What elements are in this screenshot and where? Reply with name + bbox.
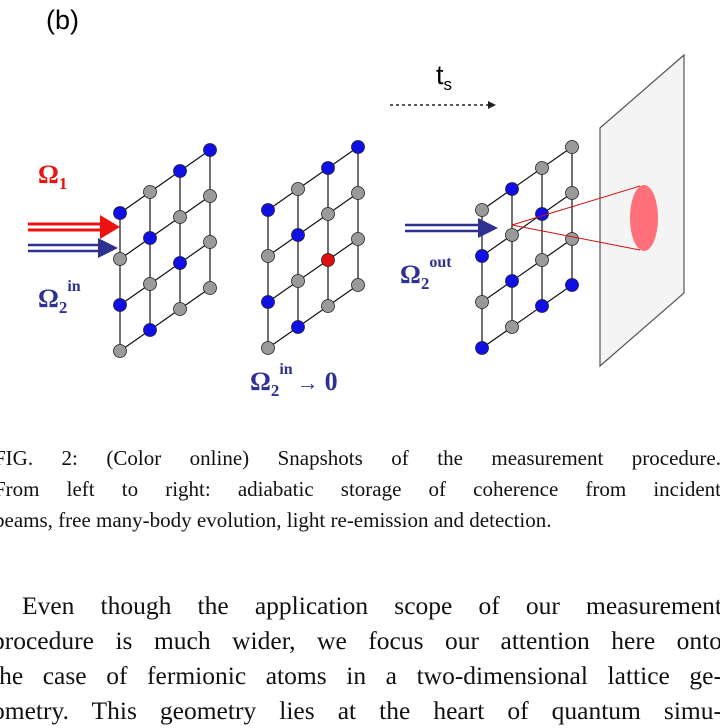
body-line: ometry. This geometry lies at the heart …	[0, 696, 720, 725]
lattice-atom	[113, 206, 127, 220]
lattice-atom	[505, 228, 519, 242]
body-line: procedure is much wider, we focus our at…	[0, 626, 720, 655]
lattice-line	[119, 241, 211, 306]
lattice-line	[267, 146, 359, 211]
body-line: Even though the application scope of our…	[22, 591, 720, 620]
lattice-atom	[291, 320, 305, 334]
lattice-atom	[565, 232, 579, 246]
omega2-out-label: Ω2out	[400, 254, 452, 293]
omega2-in-label: Ω2in	[38, 278, 81, 317]
lattice-atom	[321, 299, 335, 313]
lattice-line	[481, 238, 573, 303]
lattice-atom	[261, 249, 275, 263]
lattice-atom	[291, 182, 305, 196]
caption-line: From left to right: adiabatic storage of…	[0, 477, 720, 501]
lattice-line	[481, 146, 573, 211]
lattice-line	[267, 284, 359, 349]
lattice-atom	[173, 210, 187, 224]
lattice-atom	[203, 235, 217, 249]
lattice-storage	[113, 143, 217, 358]
lattice-atom	[535, 253, 549, 267]
caption-line: beams, free many-body evolution, light r…	[0, 508, 552, 532]
lattice-atom	[351, 140, 365, 154]
lattice-atom	[143, 323, 157, 337]
lattice-atom	[505, 274, 519, 288]
lattice-atom	[203, 143, 217, 157]
omega1-label: Ω1	[38, 160, 67, 193]
ts-arrow	[390, 101, 496, 109]
lattice-atom	[143, 231, 157, 245]
lattice-line	[267, 238, 359, 303]
lattice-atom	[565, 186, 579, 200]
lattice-atom	[261, 203, 275, 217]
lattice-line	[481, 284, 573, 349]
lattice-atom	[173, 302, 187, 316]
lattice-line	[119, 287, 211, 352]
caption-line: FIG. 2: (Color online) Snapshots of the …	[0, 446, 720, 470]
body-paragraph: Even though the application scope of our…	[0, 588, 720, 728]
lattice-atom	[321, 253, 335, 267]
lattice-atom	[113, 252, 127, 266]
lattice-atom	[321, 207, 335, 221]
figure-caption: FIG. 2: (Color online) Snapshots of the …	[0, 443, 720, 536]
lattice-atom	[351, 232, 365, 246]
lattice-atom	[565, 278, 579, 292]
ts-label: ts	[436, 60, 452, 94]
figure-diagram: (b) Ω1 Ω2in Ω2in→0 ts Ω2out	[28, 5, 685, 400]
lattice-atom	[143, 185, 157, 199]
lattice-line	[267, 192, 359, 257]
lattice-atom	[321, 161, 335, 175]
detection-spot	[630, 185, 658, 251]
lattice-atom	[113, 344, 127, 358]
lattice-atom	[565, 140, 579, 154]
lattice-atom	[173, 256, 187, 270]
omega2-in-beam	[28, 238, 118, 258]
lattice-line	[119, 149, 211, 214]
lattice-atom	[505, 320, 519, 334]
panel-label: (b)	[46, 5, 79, 35]
lattice-atom	[203, 189, 217, 203]
omega1-beam	[28, 215, 120, 239]
lattice-atom	[535, 161, 549, 175]
lattice-atom	[535, 299, 549, 313]
lattice-atom	[351, 278, 365, 292]
lattice-atom	[291, 274, 305, 288]
lattice-atom	[143, 277, 157, 291]
lattice-atom	[291, 228, 305, 242]
lattice-atom	[351, 186, 365, 200]
lattice-atom	[505, 182, 519, 196]
omega2-in-zero-label: Ω2in→0	[250, 361, 338, 400]
emission-rays	[511, 185, 641, 251]
omega2-out-beam	[405, 218, 498, 238]
lattice-atom	[475, 295, 489, 309]
lattice-atom	[261, 295, 275, 309]
lattice-line	[481, 192, 573, 257]
lattice-atom	[173, 164, 187, 178]
lattice-atom	[475, 203, 489, 217]
lattice-atom	[475, 341, 489, 355]
lattice-atom	[475, 249, 489, 263]
lattice-evolution	[261, 140, 365, 355]
lattice-atom	[113, 298, 127, 312]
lattice-emission	[475, 140, 579, 355]
lattice-atom	[261, 341, 275, 355]
lattice-line	[119, 195, 211, 260]
lattice-atom	[203, 281, 217, 295]
body-line: the case of fermionic atoms in a two-dim…	[0, 661, 720, 690]
